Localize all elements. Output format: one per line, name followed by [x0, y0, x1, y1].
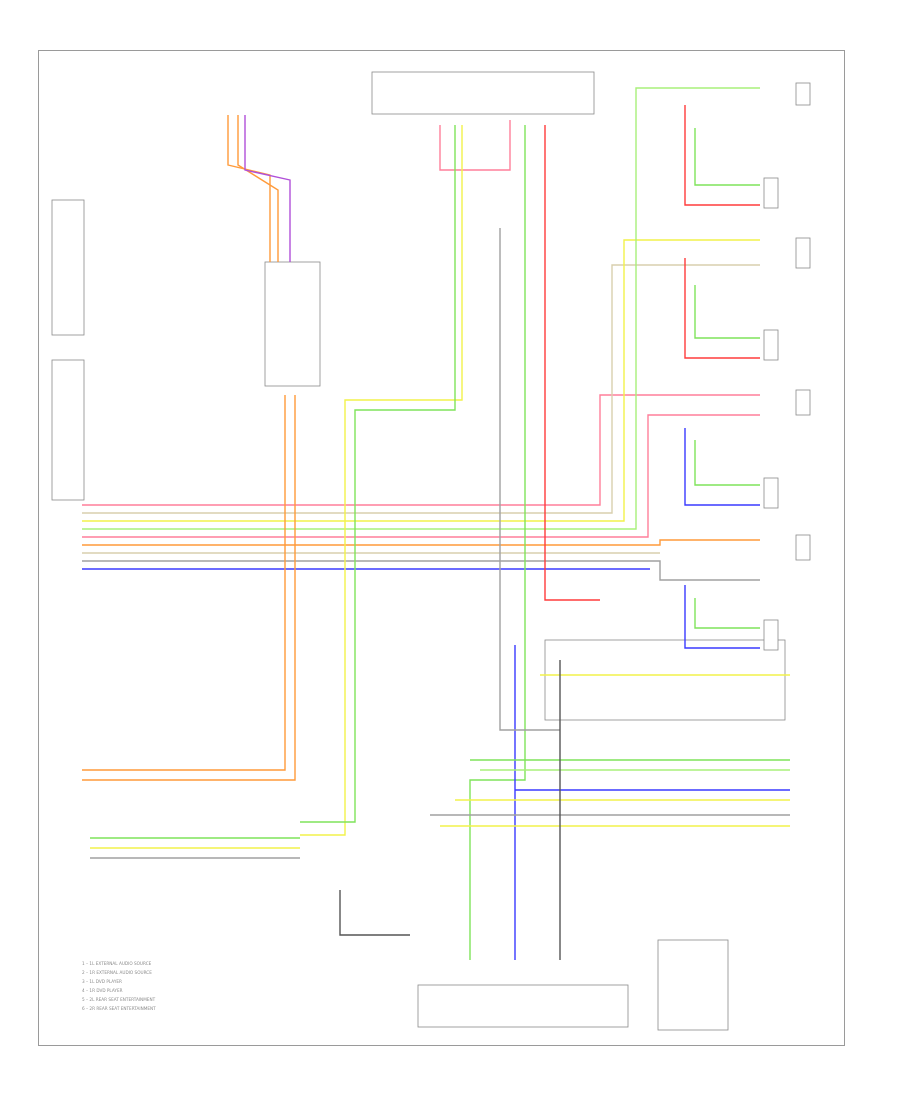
speaker-front-right-tweeter-icon [795, 237, 811, 269]
fuse-relay-box [264, 261, 321, 387]
legend: 1 – 1L EXTERNAL AUDIO SOURCE 2 – 1R EXTE… [82, 961, 156, 1011]
dvd-player-module [417, 984, 629, 1028]
harness-bracket [544, 639, 786, 721]
speakers [763, 82, 811, 651]
left-connector-mid [51, 359, 85, 501]
amplifier-module [657, 939, 729, 1031]
diagram-frame [38, 50, 845, 1046]
speaker-rear-right-icon [795, 534, 811, 561]
legend-line-3: 3 – 1L DVD PLAYER [82, 979, 122, 984]
legend-line-5: 5 – 2L REAR SEAT ENTERTAINMENT [82, 997, 156, 1002]
legend-line-6: 6 – 2R REAR SEAT ENTERTAINMENT [82, 1006, 156, 1011]
legend-line-4: 4 – 1R DVD PLAYER [82, 988, 123, 993]
legend-line-2: 2 – 1R EXTERNAL AUDIO SOURCE [82, 970, 152, 975]
speaker-front-right-door-icon [763, 329, 779, 361]
wires [82, 87, 790, 960]
legend-line-1: 1 – 1L EXTERNAL AUDIO SOURCE [82, 961, 152, 966]
speaker-front-left-tweeter-icon [795, 82, 811, 106]
speaker-rear-left-door-icon [763, 477, 779, 509]
left-connector-upper [51, 199, 85, 336]
speaker-front-left-door-icon [763, 177, 779, 209]
speaker-rear-right-door-icon [763, 619, 779, 651]
speaker-rear-left-icon [795, 389, 811, 416]
top-control-module [371, 71, 595, 115]
